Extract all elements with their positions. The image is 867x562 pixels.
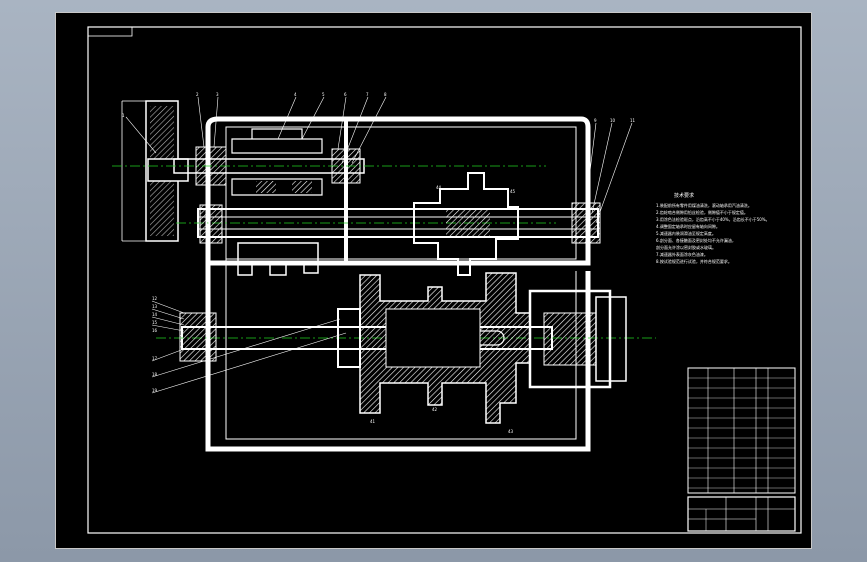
balloon-3: 3 [216,92,219,97]
part-label-45: 45 [510,189,516,194]
requirement-line-3: 3.用涂色法检验斑点，沿齿高不小于40%，沿齿长不小于50%。 [656,216,770,222]
title-block [687,496,796,532]
part-label-41: 41 [370,419,376,424]
v-belt-pulley[interactable] [121,100,189,242]
balloon-1: 1 [122,113,125,118]
balloon-13: 13 [152,304,158,309]
cad-viewport[interactable]: 技术要求 1.装配前所有零件用煤油清洗，滚动轴承用汽油清洗。 2.齿轮啮合侧隙用… [55,12,812,549]
balloon-10: 10 [610,118,616,123]
balloon-18: 18 [152,372,158,377]
balloon-numbers: 1 2 3 4 5 6 7 8 9 10 11 12 13 14 15 16 1… [122,92,636,434]
balloon-5: 5 [322,92,325,97]
part-label-44: 44 [436,185,442,190]
parts-list [687,367,796,494]
requirement-line-2: 2.齿轮啮合侧隙用铅丝检验，侧隙值不小于规定值。 [656,209,748,215]
balloon-19: 19 [152,388,158,393]
balloon-14: 14 [152,312,158,317]
requirement-line-1: 1.装配前所有零件用煤油清洗，滚动轴承用汽油清洗。 [656,202,752,208]
balloon-17: 17 [152,356,158,361]
gearbox-housing[interactable] [205,116,591,452]
requirement-line-9: 8.按试验规范进行试验，并符合规范要求。 [656,258,732,264]
requirement-line-7: 剖分面允许涂以密封胶或水玻璃。 [656,244,716,250]
requirement-line-6: 6.剖分面、各接触面及密封处均不允许漏油， [656,237,736,243]
balloon-8: 8 [384,92,387,97]
technical-requirements-title: 技术要求 [674,192,694,199]
balloon-4: 4 [294,92,297,97]
balloon-11: 11 [630,118,636,123]
assembly-drawing: 技术要求 1.装配前所有零件用煤油清洗，滚动轴承用汽油清洗。 2.齿轮啮合侧隙用… [87,26,802,534]
part-label-43: 43 [508,429,514,434]
code-box [87,26,133,37]
requirement-line-4: 4.调整固定轴承时应留有轴向间隙。 [656,223,720,229]
drawing-border [87,26,802,534]
leader-lines [125,96,633,394]
technical-requirements: 技术要求 1.装配前所有零件用煤油清洗，滚动轴承用汽油清洗。 2.齿轮啮合侧隙用… [656,192,770,264]
requirement-line-5: 5.减速器内装润滑油至规定高度。 [656,230,716,236]
balloon-7: 7 [366,92,369,97]
balloon-12: 12 [152,296,158,301]
output-shaft[interactable] [156,272,656,424]
balloon-6: 6 [344,92,347,97]
balloon-15: 15 [152,320,158,325]
balloon-9: 9 [594,118,597,123]
intermediate-shaft[interactable] [176,172,601,276]
input-shaft[interactable] [112,128,546,196]
balloon-16: 16 [152,328,158,333]
part-label-42: 42 [432,407,438,412]
balloon-2: 2 [196,92,199,97]
requirement-line-8: 7.减速器外表面涂灰色油漆。 [656,251,708,257]
